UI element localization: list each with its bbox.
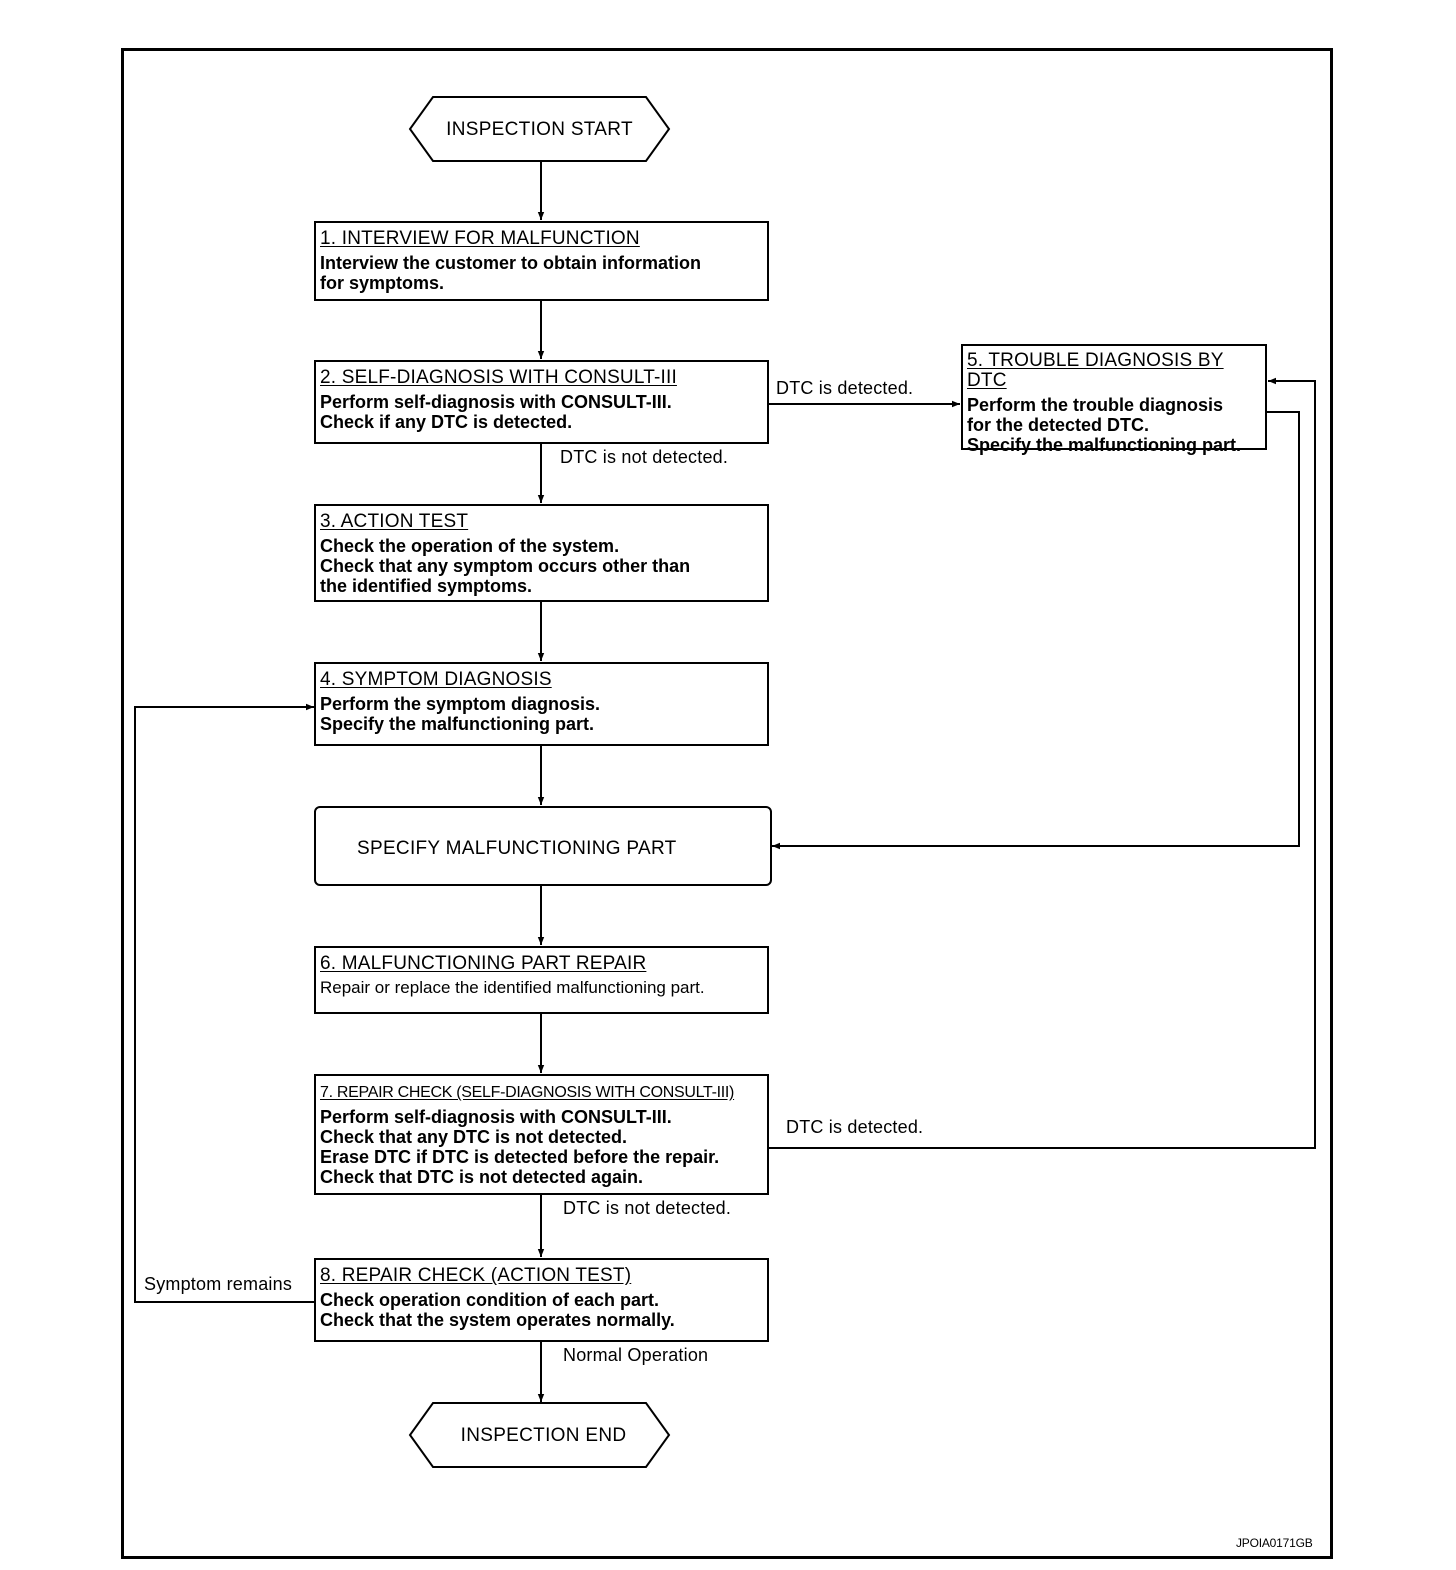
diagram-frame <box>121 48 1333 1559</box>
step4-title: 4. SYMPTOM DIAGNOSIS <box>320 669 552 690</box>
step1-title: 1. INTERVIEW FOR MALFUNCTION <box>320 228 640 249</box>
step8-line: Check operation condition of each part. <box>320 1290 660 1310</box>
step7-line: Check that any DTC is not detected. <box>320 1127 628 1147</box>
step8-normal-operation-label: Normal Operation <box>563 1345 709 1365</box>
step7-title: 7. REPAIR CHECK (SELF-DIAGNOSIS WITH CON… <box>320 1084 735 1101</box>
step7-box: 7. REPAIR CHECK (SELF-DIAGNOSIS WITH CON… <box>314 1074 769 1195</box>
step5-line: Perform the trouble diagnosis <box>967 395 1224 415</box>
step5-box: 5. TROUBLE DIAGNOSIS BY DTC Perform the … <box>961 344 1267 455</box>
step8-line: Check that the system operates normally. <box>320 1310 675 1330</box>
step2-title: 2. SELF-DIAGNOSIS WITH CONSULT-III <box>320 367 677 388</box>
arrow-step8-to-step4 <box>134 703 315 1303</box>
step7-dtc-not-detected-label: DTC is not detected. <box>563 1198 732 1218</box>
step5-title: 5. TROUBLE DIAGNOSIS BY DTC <box>967 350 1224 391</box>
step4-box: 4. SYMPTOM DIAGNOSIS Perform the symptom… <box>314 662 769 746</box>
step2-box: 2. SELF-DIAGNOSIS WITH CONSULT-III Perfo… <box>314 360 769 444</box>
step3-line: the identified symptoms. <box>320 576 533 596</box>
end-terminal-shape <box>408 1402 671 1468</box>
step1-line: Interview the customer to obtain informa… <box>320 253 702 273</box>
step7-line: Erase DTC if DTC is detected before the … <box>320 1147 720 1167</box>
step7-line: Check that DTC is not detected again. <box>320 1167 644 1187</box>
step1-line: for symptoms. <box>320 273 445 293</box>
step7-dtc-detected-label: DTC is detected. <box>786 1117 924 1137</box>
step2-dtc-not-detected-label: DTC is not detected. <box>560 447 729 467</box>
step6-title: 6. MALFUNCTIONING PART REPAIR <box>320 953 647 974</box>
step4-line: Perform the symptom diagnosis. <box>320 694 601 714</box>
step8-title: 8. REPAIR CHECK (ACTION TEST) <box>320 1265 632 1286</box>
specify-malfunctioning-part-label: SPECIFY MALFUNCTIONING PART <box>357 838 677 859</box>
step3-title: 3. ACTION TEST <box>320 511 469 532</box>
step5-line: Specify the malfunctioning part. <box>967 435 1242 455</box>
inspection-end-label: INSPECTION END <box>460 1425 627 1446</box>
step4-line: Specify the malfunctioning part. <box>320 714 595 734</box>
step3-box: 3. ACTION TEST Check the operation of th… <box>314 504 769 602</box>
step3-line: Check the operation of the system. <box>320 536 620 556</box>
specify-malfunctioning-part-box: SPECIFY MALFUNCTIONING PART <box>314 806 772 886</box>
step6-box: 6. MALFUNCTIONING PART REPAIR Repair or … <box>314 946 769 1014</box>
arrow-step5-to-specify <box>772 411 1300 850</box>
step2-line: Check if any DTC is detected. <box>320 412 573 432</box>
step8-box: 8. REPAIR CHECK (ACTION TEST) Check oper… <box>314 1258 769 1342</box>
arrow-step7-to-step5 <box>768 377 1316 1149</box>
step7-line: Perform self-diagnosis with CONSULT-III. <box>320 1107 672 1127</box>
step5-line: for the detected DTC. <box>967 415 1150 435</box>
step2-line: Perform self-diagnosis with CONSULT-III. <box>320 392 672 412</box>
step6-line: Repair or replace the identified malfunc… <box>320 978 705 997</box>
step2-dtc-detected-label: DTC is detected. <box>776 378 914 398</box>
step1-box: 1. INTERVIEW FOR MALFUNCTION Interview t… <box>314 221 769 301</box>
step8-symptom-remains-label: Symptom remains <box>144 1274 293 1294</box>
inspection-start-label: INSPECTION START <box>446 119 633 140</box>
figure-code: JPOIA0171GB <box>1236 1536 1313 1550</box>
step3-line: Check that any symptom occurs other than <box>320 556 691 576</box>
start-terminal-shape <box>408 96 671 162</box>
